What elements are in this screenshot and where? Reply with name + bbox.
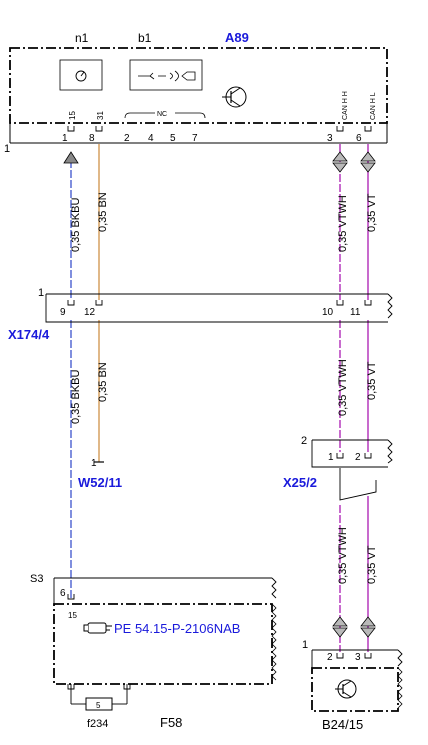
a89-pin-8: 8: [89, 133, 95, 144]
x174-pin-9: 9: [60, 307, 66, 318]
b24-sensor: 1 2 3 B24/15: [302, 639, 403, 732]
a89-row-number: 1: [4, 143, 10, 155]
signal-label-15: 15: [68, 111, 77, 120]
x25-pin-1: 1: [328, 452, 334, 463]
pointing-hand-icon[interactable]: [83, 622, 112, 634]
b24-label: B24/15: [322, 717, 363, 732]
b24-outline: [311, 667, 399, 712]
x174-label: X174/4: [8, 327, 50, 342]
f58-s3-label: S3: [30, 573, 43, 585]
nc-label: NC: [157, 111, 167, 118]
f58-label: F58: [160, 715, 182, 730]
clock-icon: [59, 59, 103, 91]
a89-pin-4: 4: [148, 133, 154, 144]
fuse-label: f234: [87, 718, 108, 730]
wire-label-vtwh-lower: 0,35 VTWH: [337, 527, 349, 584]
a89-pin-7: 7: [192, 133, 198, 144]
a89-sublabel-n1: n1: [75, 31, 89, 45]
wire-label-vt-lower: 0,35 VT: [366, 545, 378, 584]
a89-pin1-triangle: [63, 151, 79, 164]
transistor-icon-b24: [335, 679, 357, 699]
a89-outline: [9, 47, 388, 124]
a89-label: A89: [225, 30, 249, 45]
f58-fuse-box: S3 6 15 PE 54.15-P-2106NAB 5 f234 F58: [30, 573, 277, 730]
b24-pin-3: 3: [355, 652, 361, 663]
x174-row-number: 1: [38, 287, 44, 299]
a89-module: 1 n1 b1 A89 NC 15: [4, 30, 388, 155]
x174-pin-10: 10: [322, 307, 334, 318]
x25-pin-2: 2: [355, 452, 361, 463]
fuse-f234: [85, 697, 113, 711]
signal-label-can-hl: CAN H L: [370, 92, 377, 120]
transistor-icon: [222, 86, 247, 108]
x174-pin-12: 12: [84, 307, 96, 318]
can-diamond-markers: [332, 151, 376, 638]
wire-bn: [94, 144, 104, 463]
x25-connector: 2 1 2 X25/2: [283, 435, 393, 501]
a89-sublabel-b1: b1: [138, 31, 152, 45]
a89-pin-1: 1: [62, 133, 68, 144]
f58-reference-link[interactable]: PE 54.15-P-2106NAB: [114, 621, 240, 636]
wire-label-bkbu-mid: 0,35 BKBU: [70, 370, 82, 424]
x25-row-number: 2: [301, 435, 307, 447]
wire-label-bn-upper: 0,35 BN: [97, 192, 109, 232]
b24-pin-2: 2: [327, 652, 333, 663]
fuse-number: 5: [96, 701, 101, 710]
a89-pin-5: 5: [170, 133, 176, 144]
f58-pin-6: 6: [60, 588, 66, 599]
nc-bracket: NC: [124, 111, 206, 119]
signal-label-31: 31: [96, 111, 105, 120]
f58-outline: [53, 603, 273, 685]
b24-row-number: 1: [302, 639, 308, 651]
w52-label: W52/11: [78, 475, 122, 490]
x25-bridge: [339, 468, 377, 501]
wire-label-bkbu-upper: 0,35 BKBU: [70, 198, 82, 252]
wire-label-bn-mid: 0,35 BN: [97, 362, 109, 402]
a89-pin-6: 6: [356, 133, 362, 144]
x25-label: X25/2: [283, 475, 317, 490]
wire-label-vt-mid: 0,35 VT: [366, 361, 378, 400]
signal-label-can-hh: CAN H H: [342, 91, 349, 120]
x174-connector: 1 9 12 10 11 X174/4: [8, 287, 393, 342]
wire-bkbu: [63, 151, 79, 598]
x174-pin-11: 11: [350, 307, 361, 318]
sensor-icon: [129, 59, 203, 91]
a89-pin-2: 2: [124, 133, 130, 144]
f58-pin-15: 15: [68, 611, 77, 620]
w52-pin: 1: [91, 458, 97, 469]
wire-label-vt-upper: 0,35 VT: [366, 193, 378, 232]
a89-pin-3: 3: [327, 133, 333, 144]
wire-label-vtwh-mid: 0,35 VTWH: [337, 359, 349, 416]
wire-label-vtwh-upper: 0,35 VTWH: [337, 195, 349, 252]
